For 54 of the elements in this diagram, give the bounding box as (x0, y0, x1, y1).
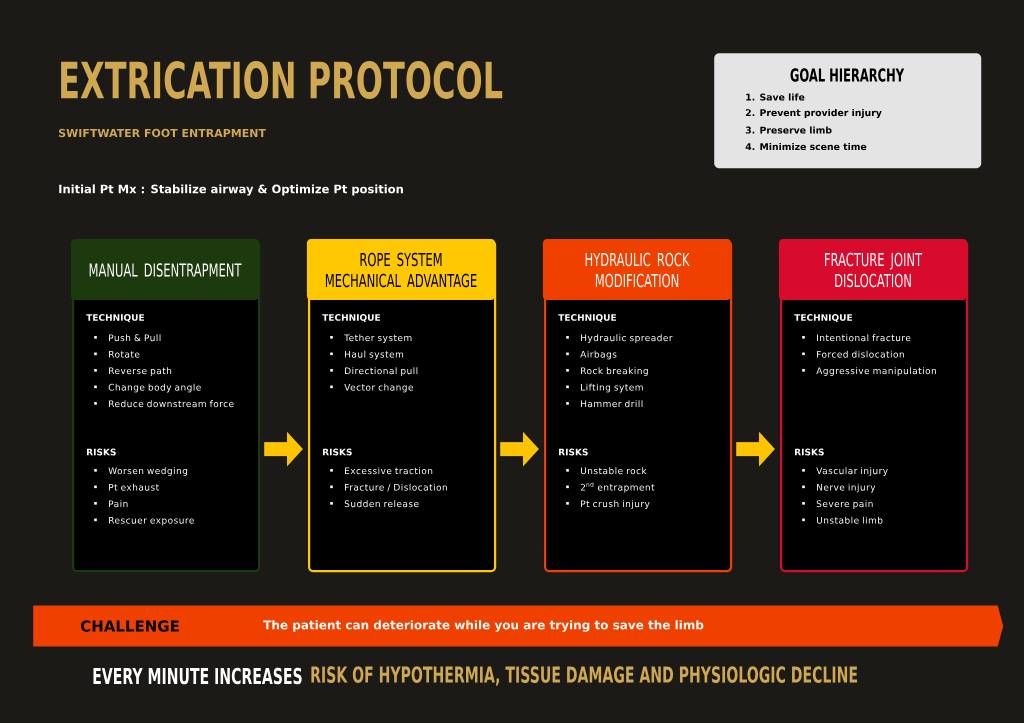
banner-heading: CHALLENGE (80, 620, 179, 632)
list-item: 1. Save life (746, 93, 805, 101)
section-heading: TECHNIQUE (86, 314, 144, 322)
list-item: Tether system (330, 334, 412, 343)
section-heading: RISKS (87, 448, 116, 456)
list-item: 2$^{nd}$ entrapment (566, 482, 655, 493)
list-item: Unstable limb (802, 516, 883, 524)
list-item: Rock breaking (566, 367, 648, 376)
list-item: Reverse path (94, 367, 172, 376)
list-item: Forced dislocation (802, 350, 904, 358)
card-heading: HYDRAULIC ROCK MODIFICATION (585, 252, 690, 288)
list-item: Severe pain (802, 500, 873, 509)
list-item: Lifting sytem (566, 383, 643, 393)
section-heading: TECHNIQUE (322, 314, 380, 322)
list-item: Pt exhaust (94, 483, 159, 491)
list-item: Reduce downstream force (94, 400, 234, 408)
card-heading: MANUAL DISENTRAPMENT (89, 263, 242, 277)
instruction-text: Initial Pt Mx : Stabilize airway & Optimize Pt position (59, 184, 403, 196)
section-heading: RISKS (559, 448, 588, 456)
card-heading: FRACTURE JOINT DISLOCATION (825, 252, 923, 288)
list-item: Rotate (94, 351, 140, 358)
list-item: Airbags (566, 350, 617, 360)
list-item: Change body angle (94, 383, 201, 393)
subtitle: SWIFTWATER FOOT ENTRAPMENT (59, 128, 266, 138)
list-item: Worsen wedging (94, 467, 188, 476)
list-item: Vector change (330, 383, 414, 393)
section-heading: TECHNIQUE (558, 314, 616, 322)
list-item: Hydraulic spreader (566, 334, 673, 343)
list-item: Rescuer exposure (94, 517, 194, 526)
list-item: Nerve injury (802, 483, 876, 493)
list-item: Unstable rock (566, 467, 647, 475)
list-item: Haul system (330, 350, 404, 360)
list-item: Vascular injury (802, 467, 888, 476)
list-item: Sudden release (330, 500, 419, 508)
list-item: Pain (94, 500, 128, 508)
list-item: Intentional fracture (802, 334, 911, 342)
section-heading: RISKS (323, 448, 352, 456)
list-item: Aggressive manipulation (802, 367, 936, 376)
footer-text: EVERY MINUTE INCREASES (93, 667, 302, 685)
panel-heading: GOAL HIERARCHY (790, 68, 905, 82)
title: EXTRICATION PROTOCOL (61, 61, 503, 99)
list-item: 4. Minimize scene time (745, 142, 867, 151)
section-heading: TECHNIQUE (794, 314, 852, 322)
list-item: Hammer drill (566, 400, 643, 408)
card-heading: ROPE SYSTEM MECHANICAL ADVANTAGE (325, 252, 477, 288)
list-item: Excessive traction (330, 467, 433, 475)
list-item: Directional pull (330, 367, 418, 376)
list-item: Pt crush injury (566, 500, 650, 509)
list-item: Fracture / Dislocation (330, 483, 447, 492)
section-heading: RISKS (795, 448, 824, 456)
list-item: Push & Pull (94, 334, 161, 342)
list-item: 2. Prevent provider injury (745, 108, 882, 119)
banner-text: The patient can deteriorate while you are trying to save the limb (263, 620, 704, 632)
list-item: 3. Preserve limb (745, 126, 832, 134)
